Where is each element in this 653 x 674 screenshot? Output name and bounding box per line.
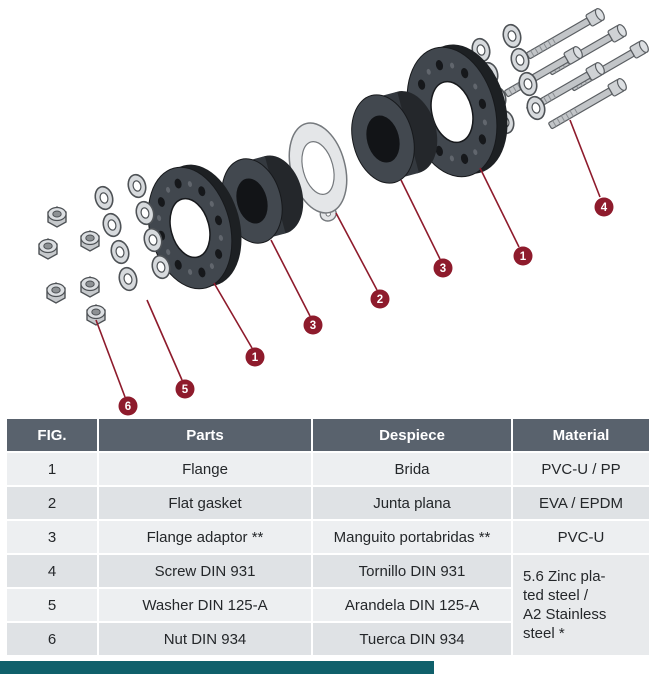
part-cell: Nut DIN 934 [99,623,311,655]
callout-marker-1-left: 1 [245,347,265,367]
callout-marker-4: 4 [594,197,614,217]
callout-marker-6: 6 [118,396,138,416]
fig-cell: 6 [7,623,97,655]
fig-cell: 2 [7,487,97,519]
table-row-flat-gasket: 2 Flat gasket Junta plana EVA / EPDM [7,487,649,519]
footer-accent-bar [0,661,434,674]
part-cell: Washer DIN 125-A [99,589,311,621]
flange-adaptor-right-graphic [351,91,438,184]
callout-marker-2: 2 [370,289,390,309]
despiece-cell: Manguito portabridas ** [313,521,511,553]
callout-marker-5: 5 [175,379,195,399]
exploded-view-diagram: 4 1 3 2 3 1 5 6 [38,6,651,416]
fig-cell: 1 [7,453,97,485]
despiece-cell: Arandela DIN 125-A [313,589,511,621]
callout-marker-3-left: 3 [303,315,323,335]
fig-cell: 3 [7,521,97,553]
callout-leader-lines [95,119,601,398]
svg-text:6: 6 [125,401,131,413]
svg-text:2: 2 [377,294,383,306]
material-cell: EVA / EPDM [513,487,649,519]
header-material: Material [513,419,649,451]
table-row-washer: 5 Washer DIN 125-A Arandela DIN 125-A [7,589,649,621]
svg-text:3: 3 [310,320,316,332]
table-row-flange: 1 Flange Brida PVC-U / PP [7,453,649,485]
fig-cell: 4 [7,555,97,587]
svg-text:3: 3 [440,263,446,275]
material-merged-cell: 5.6 Zinc pla- ted steel / A2 Stainless s… [513,555,649,655]
header-despiece: Despiece [313,419,511,451]
despiece-cell: Tuerca DIN 934 [313,623,511,655]
despiece-cell: Brida [313,453,511,485]
despiece-cell: Junta plana [313,487,511,519]
fig-cell: 5 [7,589,97,621]
part-cell: Flat gasket [99,487,311,519]
table-header-row: FIG. Parts Despiece Material [7,419,649,451]
nuts-graphic [38,206,106,326]
despiece-cell: Tornillo DIN 931 [313,555,511,587]
header-parts: Parts [99,419,311,451]
callout-marker-3-right: 3 [433,258,453,278]
svg-text:1: 1 [520,251,527,263]
callout-marker-1-right: 1 [513,246,533,266]
part-cell: Flange adaptor ** [99,521,311,553]
part-cell: Flange [99,453,311,485]
material-cell: PVC-U / PP [513,453,649,485]
svg-text:1: 1 [252,352,259,364]
parts-table: FIG. Parts Despiece Material 1 Flange Br… [5,417,651,657]
table-row-screw: 4 Screw DIN 931 Tornillo DIN 931 5.6 Zin… [7,555,649,655]
svg-text:5: 5 [182,384,189,396]
svg-text:4: 4 [601,202,608,214]
table-row-nut: 6 Nut DIN 934 Tuerca DIN 934 [7,623,649,655]
header-fig: FIG. [7,419,97,451]
table-row-flange-adaptor: 3 Flange adaptor ** Manguito portabridas… [7,521,649,553]
flange-left-graphic [147,164,242,290]
material-cell: PVC-U [513,521,649,553]
part-cell: Screw DIN 931 [99,555,311,587]
